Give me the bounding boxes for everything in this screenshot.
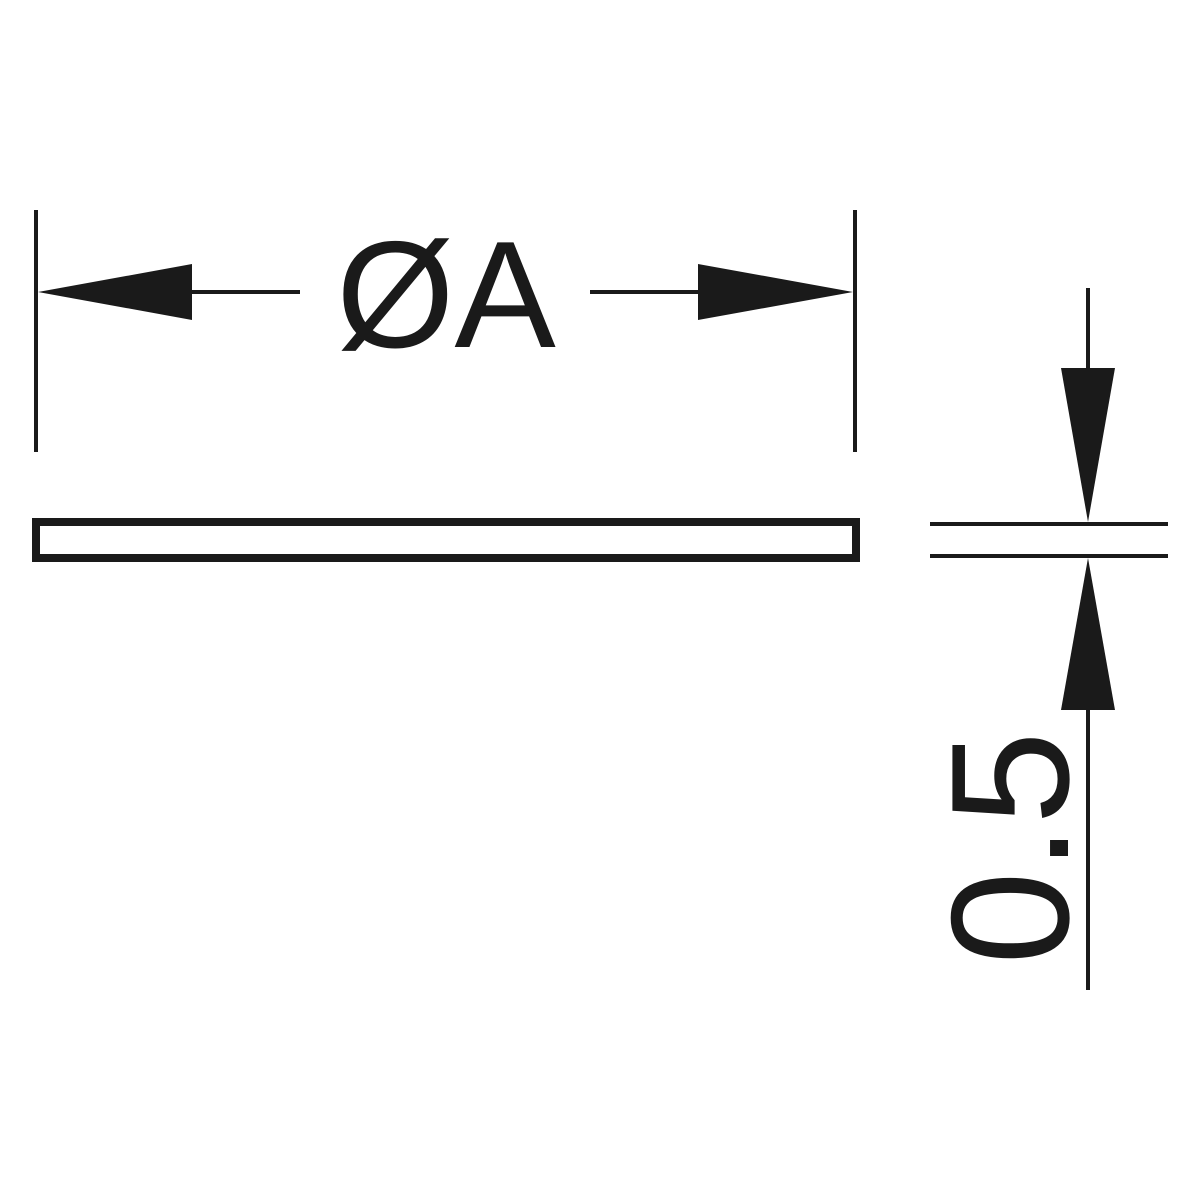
diameter-dimension [34,210,857,452]
up-arrowhead-icon [1061,558,1115,710]
thickness-label: 0.5 [916,731,1104,965]
thickness-dimension [930,288,1168,990]
left-arrowhead-icon [38,264,192,320]
diameter-label: ØA [336,210,556,380]
down-arrowhead-icon [1061,368,1115,522]
right-arrowhead-icon [698,264,853,320]
washer-profile [32,518,860,562]
